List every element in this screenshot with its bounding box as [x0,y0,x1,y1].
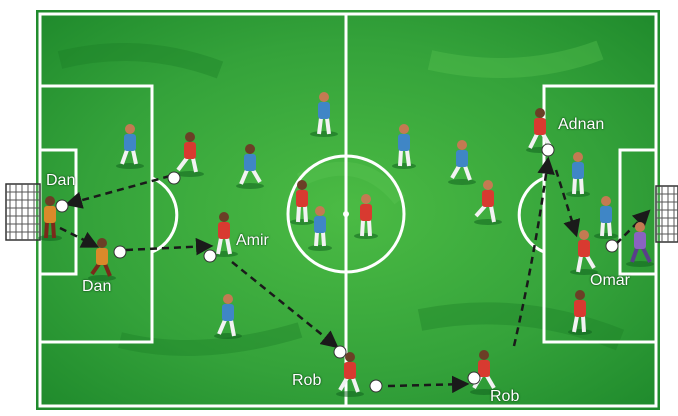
ball [114,246,126,258]
ball [370,380,382,392]
left-goal-net [6,184,40,240]
ball [168,172,180,184]
ball [56,200,68,212]
ball [542,144,554,156]
ball [334,346,346,358]
center-spot [343,211,349,217]
right-goal-net [656,186,678,242]
ball [606,240,618,252]
ball [468,372,480,384]
ball [204,250,216,262]
